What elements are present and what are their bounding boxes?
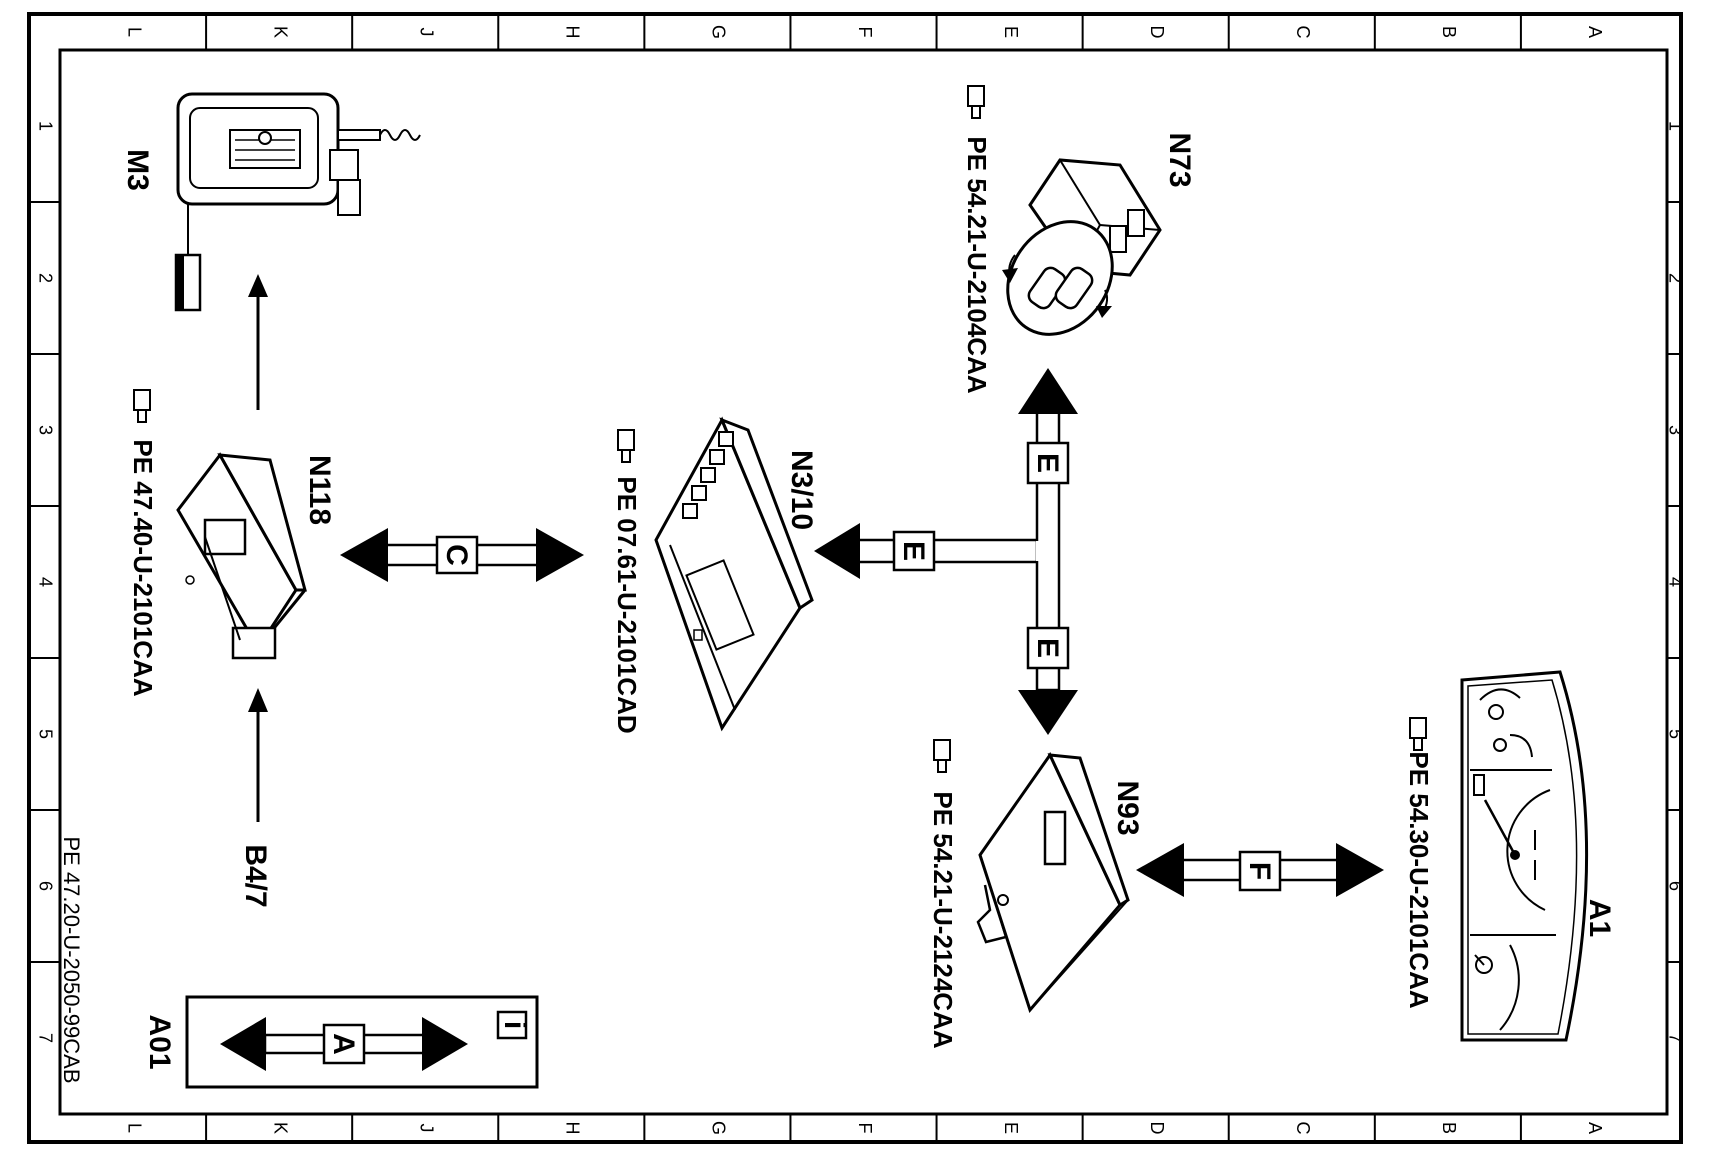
grid-column-label: G xyxy=(709,1121,729,1135)
grid-row-label: 6 xyxy=(35,881,55,891)
grid-row-label: 4 xyxy=(1665,577,1685,587)
grid-row-label: 5 xyxy=(1665,729,1685,739)
bus-e-bottom-label: E xyxy=(1031,638,1064,658)
grid-column-label: C xyxy=(1293,1122,1313,1135)
n73-label: N73 xyxy=(1163,132,1196,187)
a1-label: A1 xyxy=(1583,899,1616,937)
pointing-hand-icon xyxy=(933,739,951,773)
grid-row-label: 4 xyxy=(35,577,55,587)
grid-column-label: J xyxy=(416,28,436,37)
n93-label: N93 xyxy=(1111,780,1144,835)
arrow-n118-to-m3 xyxy=(248,274,268,410)
grid-row-label: 1 xyxy=(35,121,55,131)
grid-column-label: H xyxy=(563,1122,583,1135)
grid-column-label: D xyxy=(1147,26,1167,39)
n310-label: N3/10 xyxy=(785,450,818,530)
bus-f-label: F xyxy=(1243,862,1276,880)
grid-row-label: 3 xyxy=(35,425,55,435)
pointing-hand-icon xyxy=(967,85,985,119)
n73-reference: PE 54.21-U-2104CAA xyxy=(962,136,992,393)
grid-column-label: E xyxy=(1001,1122,1021,1134)
info-icon: i xyxy=(498,1021,531,1029)
n93-component[interactable] xyxy=(976,752,1130,1014)
grid-row-label: 2 xyxy=(35,273,55,283)
grid-row-label: 1 xyxy=(1665,121,1685,131)
grid-column-label: F xyxy=(855,27,875,38)
grid-column-label: A xyxy=(1585,1122,1605,1134)
m3-component[interactable] xyxy=(174,92,421,312)
grid-row-label: 7 xyxy=(35,1033,55,1043)
bus-c-connector[interactable] xyxy=(340,528,584,582)
m3-label: M3 xyxy=(121,149,154,191)
n73-component[interactable] xyxy=(986,158,1162,355)
bus-e-connector[interactable] xyxy=(814,368,1078,735)
bus-e-left-label: E xyxy=(897,541,930,561)
document-id: PE 47.20-U-2050-99CAB xyxy=(59,836,84,1083)
bus-c-label: C xyxy=(440,544,473,566)
grid-row-label: 7 xyxy=(1665,1033,1685,1043)
grid-column-label: E xyxy=(1001,26,1021,38)
n93-reference: PE 54.21-U-2124CAA xyxy=(928,791,958,1048)
outer-frame xyxy=(27,12,1683,1144)
pointing-hand-icon xyxy=(133,389,151,423)
grid-column-label: D xyxy=(1147,1122,1167,1135)
a1-reference: PE 54.30-U-2101CAA xyxy=(1404,751,1434,1008)
grid-column-label: K xyxy=(270,26,290,38)
grid-column-label: L xyxy=(124,27,144,37)
grid-column-label: G xyxy=(709,25,729,39)
grid-column-label: J xyxy=(416,1124,436,1133)
grid-column-label: B xyxy=(1439,26,1459,38)
grid-column-label: H xyxy=(563,26,583,39)
grid-column-label: A xyxy=(1585,26,1605,38)
grid-row-label: 6 xyxy=(1665,881,1685,891)
legend-bus-label: A xyxy=(327,1033,360,1055)
grid-column-label: K xyxy=(270,1122,290,1134)
grid-row-label: 5 xyxy=(35,729,55,739)
pointing-hand-icon xyxy=(1409,717,1427,751)
a1-component[interactable] xyxy=(1460,670,1589,1042)
legend-code-label: A01 xyxy=(143,1014,176,1069)
n310-component[interactable] xyxy=(654,416,814,732)
grid-column-ticks xyxy=(205,14,1522,1142)
grid-row-label: 2 xyxy=(1665,273,1685,283)
pointing-hand-icon xyxy=(617,429,635,463)
grid-column-label: B xyxy=(1439,1122,1459,1134)
n118-component[interactable] xyxy=(176,452,307,660)
inner-frame xyxy=(58,48,1669,1116)
grid-column-label: F xyxy=(855,1123,875,1134)
b47-label: B4/7 xyxy=(239,844,272,907)
grid-column-label: C xyxy=(1293,26,1313,39)
grid-row-label: 3 xyxy=(1665,425,1685,435)
n118-reference: PE 47.40-U-2101CAA xyxy=(128,439,158,696)
bus-f-connector[interactable] xyxy=(1136,843,1384,897)
arrow-b47-to-n118 xyxy=(248,688,268,822)
legend-box xyxy=(185,995,539,1089)
n310-reference: PE 07.61-U-2101CAD xyxy=(612,476,642,733)
bus-e-top-label: E xyxy=(1031,453,1064,473)
n118-label: N118 xyxy=(303,455,336,525)
grid-row-ticks xyxy=(29,201,1681,963)
grid-column-label: L xyxy=(124,1123,144,1133)
